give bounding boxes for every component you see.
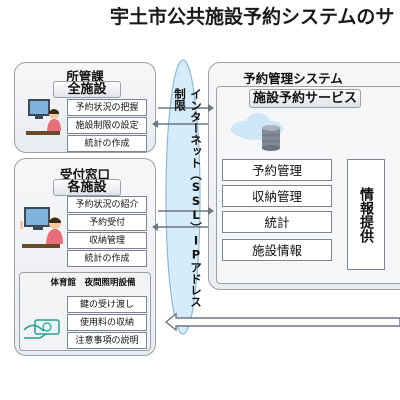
office-item-2: 施設制限の設定 [67,117,147,134]
counter-item-4: 統計の作成 [67,250,147,267]
network-ellipse [165,59,201,335]
counter-item-2: 予約受付 [67,214,147,231]
office-sub: 全施設 [53,81,121,98]
arrow-office-system [158,107,208,125]
counter-sub: 各施設 [53,179,121,196]
office-item-1: 予約状況の把握 [67,99,147,116]
module-facility-info: 施設情報 [222,239,332,261]
night-item-2: 使用料の収納 [67,314,147,331]
info-provision-label: 情報提供 [358,186,374,243]
arrowhead-left-1 [152,120,158,128]
arrow-night-system [164,312,400,332]
payment-icon [23,319,60,339]
module-payment: 収納管理 [222,185,332,207]
arrowhead-left-2 [152,223,158,231]
arrowhead-right-2 [208,207,214,215]
night-item-1: 鍵の受け渡し [67,296,147,313]
night-lighting-title: 体育館 夜間照明設備 [50,278,136,288]
counter-header: 受付窓口 [59,167,110,182]
counter-item-3: 収納管理 [67,232,147,249]
arrow-counter-system [158,210,208,228]
diagram-title: 宇土市公共施設予約システムのサ [110,6,395,28]
network-label: インターネット（SSL）IPアドレス制限 [173,88,203,308]
info-provision-box: 情報提供 [347,159,385,270]
system-header: 予約管理システム [243,71,343,86]
counter-item-1: 予約状況の紹介 [67,196,147,213]
module-statistics: 統計 [222,211,332,233]
database-icon [262,125,280,151]
counter-staff-icon [20,207,63,248]
office-staff-icon [26,99,61,135]
service-sub: 施設予約サービス [249,89,361,108]
arrowhead-right-1 [208,104,214,112]
office-item-3: 統計の作成 [67,135,147,152]
module-reservation: 予約管理 [222,159,332,181]
night-item-3: 注意事項の説明 [67,332,147,349]
office-header: 所管課 [66,69,104,84]
